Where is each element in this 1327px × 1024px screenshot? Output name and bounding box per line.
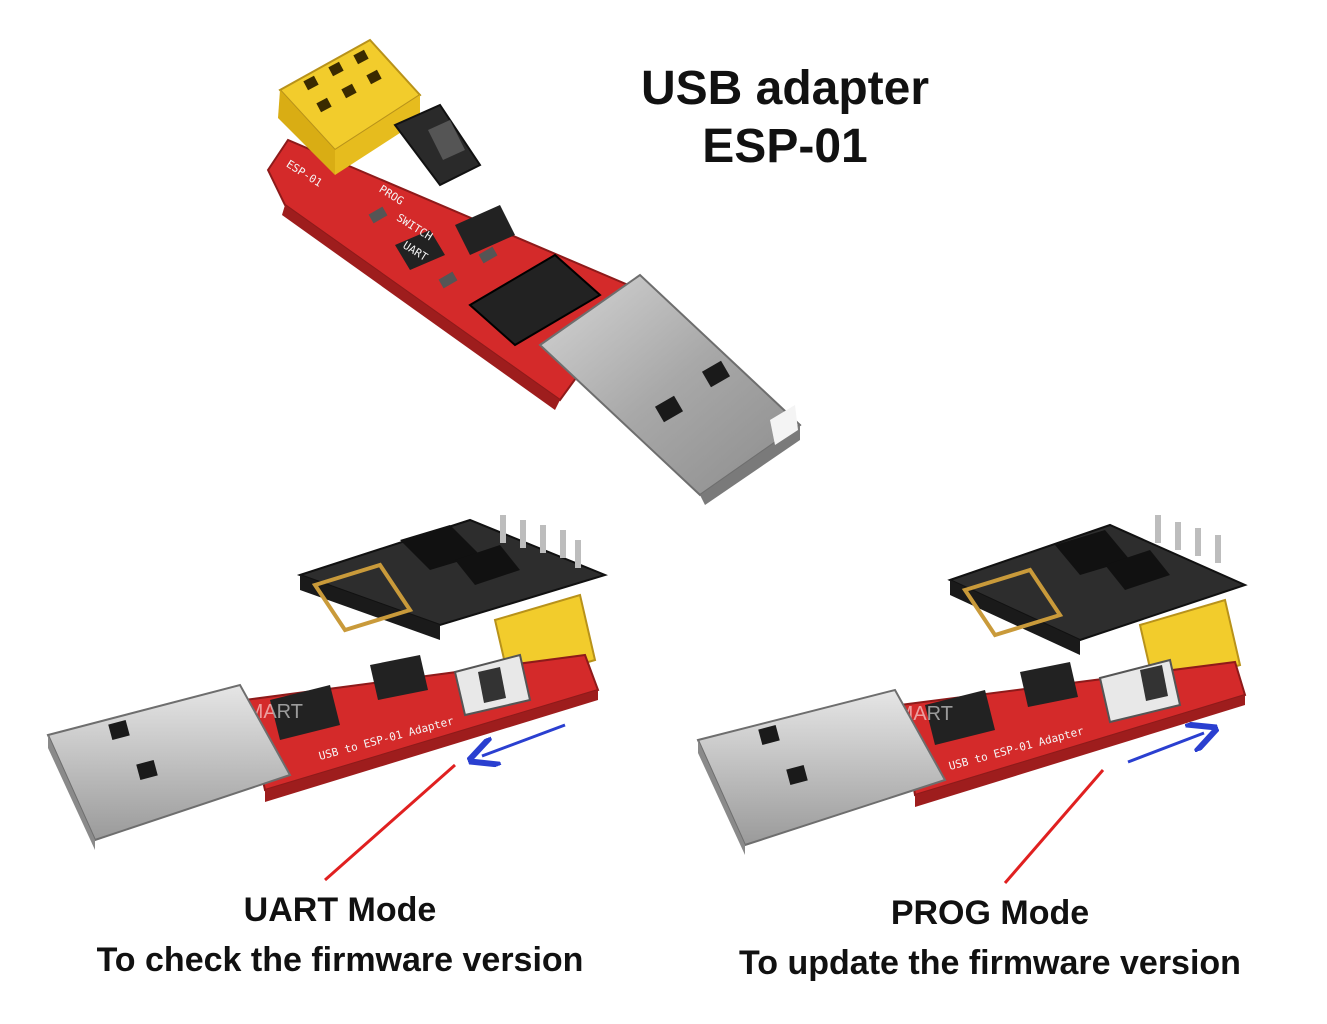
left-usb-plug xyxy=(46,683,292,850)
right-assembly: OPEN-SMART USB to ESP-01 Adapter xyxy=(696,515,1248,884)
left-mode-description: To check the firmware version xyxy=(96,941,584,979)
top-usb-uart-chip xyxy=(468,253,602,347)
page-title: USB adapter ESP-01 xyxy=(560,60,1010,176)
right-usb-uart-chip xyxy=(925,690,995,745)
arrow-right-icon xyxy=(1127,733,1204,764)
left-usb-uart-chip xyxy=(270,685,340,740)
top-usb-adapter: ESP-01 PROG SWITCH UART xyxy=(266,38,802,505)
top-pin-header xyxy=(278,38,422,175)
right-mode-label: PROG Mode xyxy=(890,894,1090,932)
usb-window xyxy=(786,764,808,786)
right-usb-plug xyxy=(696,688,947,855)
right-indicator-line xyxy=(1003,769,1105,884)
title-line-2: ESP-01 xyxy=(702,120,868,173)
top-usb-plug xyxy=(538,273,802,505)
left-assembly: OPEN-SMART USB to ESP-01 Adapter xyxy=(46,515,608,882)
top-capacitor xyxy=(478,246,498,264)
top-small-ic xyxy=(395,230,445,270)
left-regulator xyxy=(370,655,428,700)
right-esp01-module xyxy=(947,515,1248,655)
left-switch-knob xyxy=(478,667,506,703)
usb-window xyxy=(108,719,130,741)
top-capacitor xyxy=(368,206,388,224)
arrow-left-icon xyxy=(482,723,566,756)
title-line-1: USB adapter xyxy=(640,62,930,115)
top-capacitor xyxy=(438,271,458,289)
top-regulator xyxy=(455,205,515,255)
right-switch-knob xyxy=(1140,665,1168,701)
top-pcb-edge xyxy=(282,205,560,410)
left-indicator-line xyxy=(324,763,456,882)
usb-window xyxy=(654,395,684,423)
left-mode-label: UART Mode xyxy=(243,891,437,929)
usb-window xyxy=(136,759,158,781)
right-caption: PROG Mode To update the firmware version xyxy=(690,888,1290,988)
left-esp01-module xyxy=(296,515,608,640)
top-slide-switch xyxy=(393,103,482,187)
left-caption: UART Mode To check the firmware version xyxy=(30,885,650,985)
right-regulator xyxy=(1020,662,1078,707)
right-mode-description: To update the firmware version xyxy=(739,944,1241,982)
usb-window xyxy=(701,360,731,388)
usb-window xyxy=(758,724,780,746)
